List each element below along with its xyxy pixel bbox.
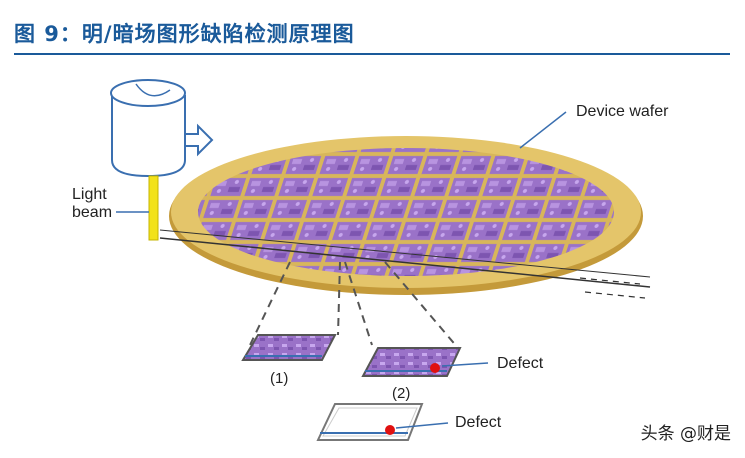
panel-3 [316,403,424,441]
watermark: 头条 @财是 [640,424,731,444]
scan-line-edge [159,229,651,278]
device-wafer-label: Device wafer [576,103,669,120]
wafer-callout-line [519,111,567,149]
arrow-right-icon [184,123,214,157]
title-rule [14,53,730,55]
scan-line [159,237,651,288]
defect-marker-1 [430,363,440,373]
light-source-icon [110,79,186,178]
defect-label-1: Defect [497,355,544,372]
panel-1-label: (1) [270,370,288,387]
figure-title: 图 9：明/暗场图形缺陷检测原理图 [14,22,355,46]
defect-marker-2 [385,425,395,435]
wafer [169,136,643,295]
projection-lines [249,261,459,349]
panel-2 [361,347,462,377]
light-beam [148,175,159,241]
defect-label-2: Defect [455,414,502,431]
light-label: Light [72,186,107,203]
beam-label: beam [72,204,112,221]
panel-2-label: (2) [392,385,410,402]
panel-1 [241,334,337,361]
